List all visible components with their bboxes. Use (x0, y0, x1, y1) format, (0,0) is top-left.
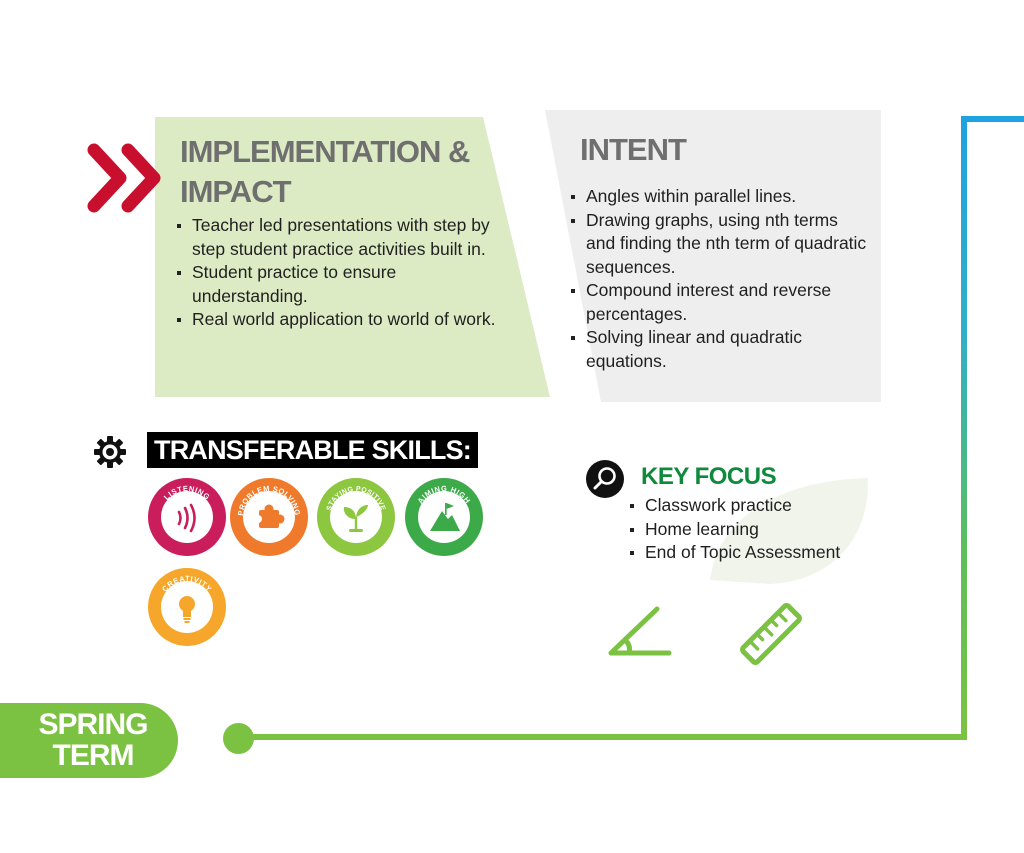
seedling-icon (343, 505, 368, 532)
listening-badge: LISTENING (148, 478, 226, 556)
ruler-icon (740, 603, 802, 665)
term-label: SPRING TERM (28, 709, 158, 771)
list-item: Classwork practice (630, 494, 890, 518)
gear-icon (94, 436, 126, 468)
lightbulb-icon (179, 596, 195, 623)
intent-list: Angles within parallel lines. Drawing gr… (571, 185, 871, 373)
term-line-1: SPRING (38, 708, 148, 741)
sound-waves-icon (177, 503, 196, 533)
chevron-double-right-icon (87, 143, 161, 213)
puzzle-piece-icon (254, 504, 285, 528)
list-item: Compound interest and reverse percentage… (571, 279, 871, 326)
list-item: Solving linear and quadratic equations. (571, 326, 871, 373)
leaf-watermark (710, 478, 869, 584)
implementation-list: Teacher led presentations with step by s… (177, 214, 497, 332)
list-item: Teacher led presentations with step by s… (177, 214, 497, 261)
problem-solving-badge: PROBLEM SOLVING (230, 478, 308, 556)
timeline-node (223, 723, 254, 754)
key-focus-title: KEY FOCUS (641, 463, 777, 490)
staying-positive-badge: STAYING POSITIVE (317, 478, 395, 556)
list-item: Angles within parallel lines. (571, 185, 871, 209)
intent-panel (545, 110, 881, 402)
list-item: Home learning (630, 518, 890, 542)
term-line-2: TERM (52, 739, 135, 772)
implementation-panel (155, 117, 550, 397)
mountain-flag-icon (430, 503, 460, 531)
list-item: Drawing graphs, using nth terms and find… (571, 209, 871, 280)
angle-icon (608, 606, 672, 656)
creativity-badge: CREATIVITY (148, 568, 226, 646)
aiming-high-badge: AIMING HIGH (405, 478, 483, 556)
intent-title: INTENT (580, 132, 687, 167)
key-focus-list: Classwork practice Home learning End of … (630, 494, 890, 565)
term-label-pill (0, 703, 178, 778)
transferable-skills-title: TRANSFERABLE SKILLS: (147, 432, 478, 468)
magnifier-icon (586, 460, 624, 498)
implementation-title: IMPLEMENTATION & IMPACT (180, 134, 470, 209)
list-item: End of Topic Assessment (630, 541, 890, 565)
list-item: Student practice to ensure understanding… (177, 261, 497, 308)
list-item: Real world application to world of work. (177, 308, 497, 332)
